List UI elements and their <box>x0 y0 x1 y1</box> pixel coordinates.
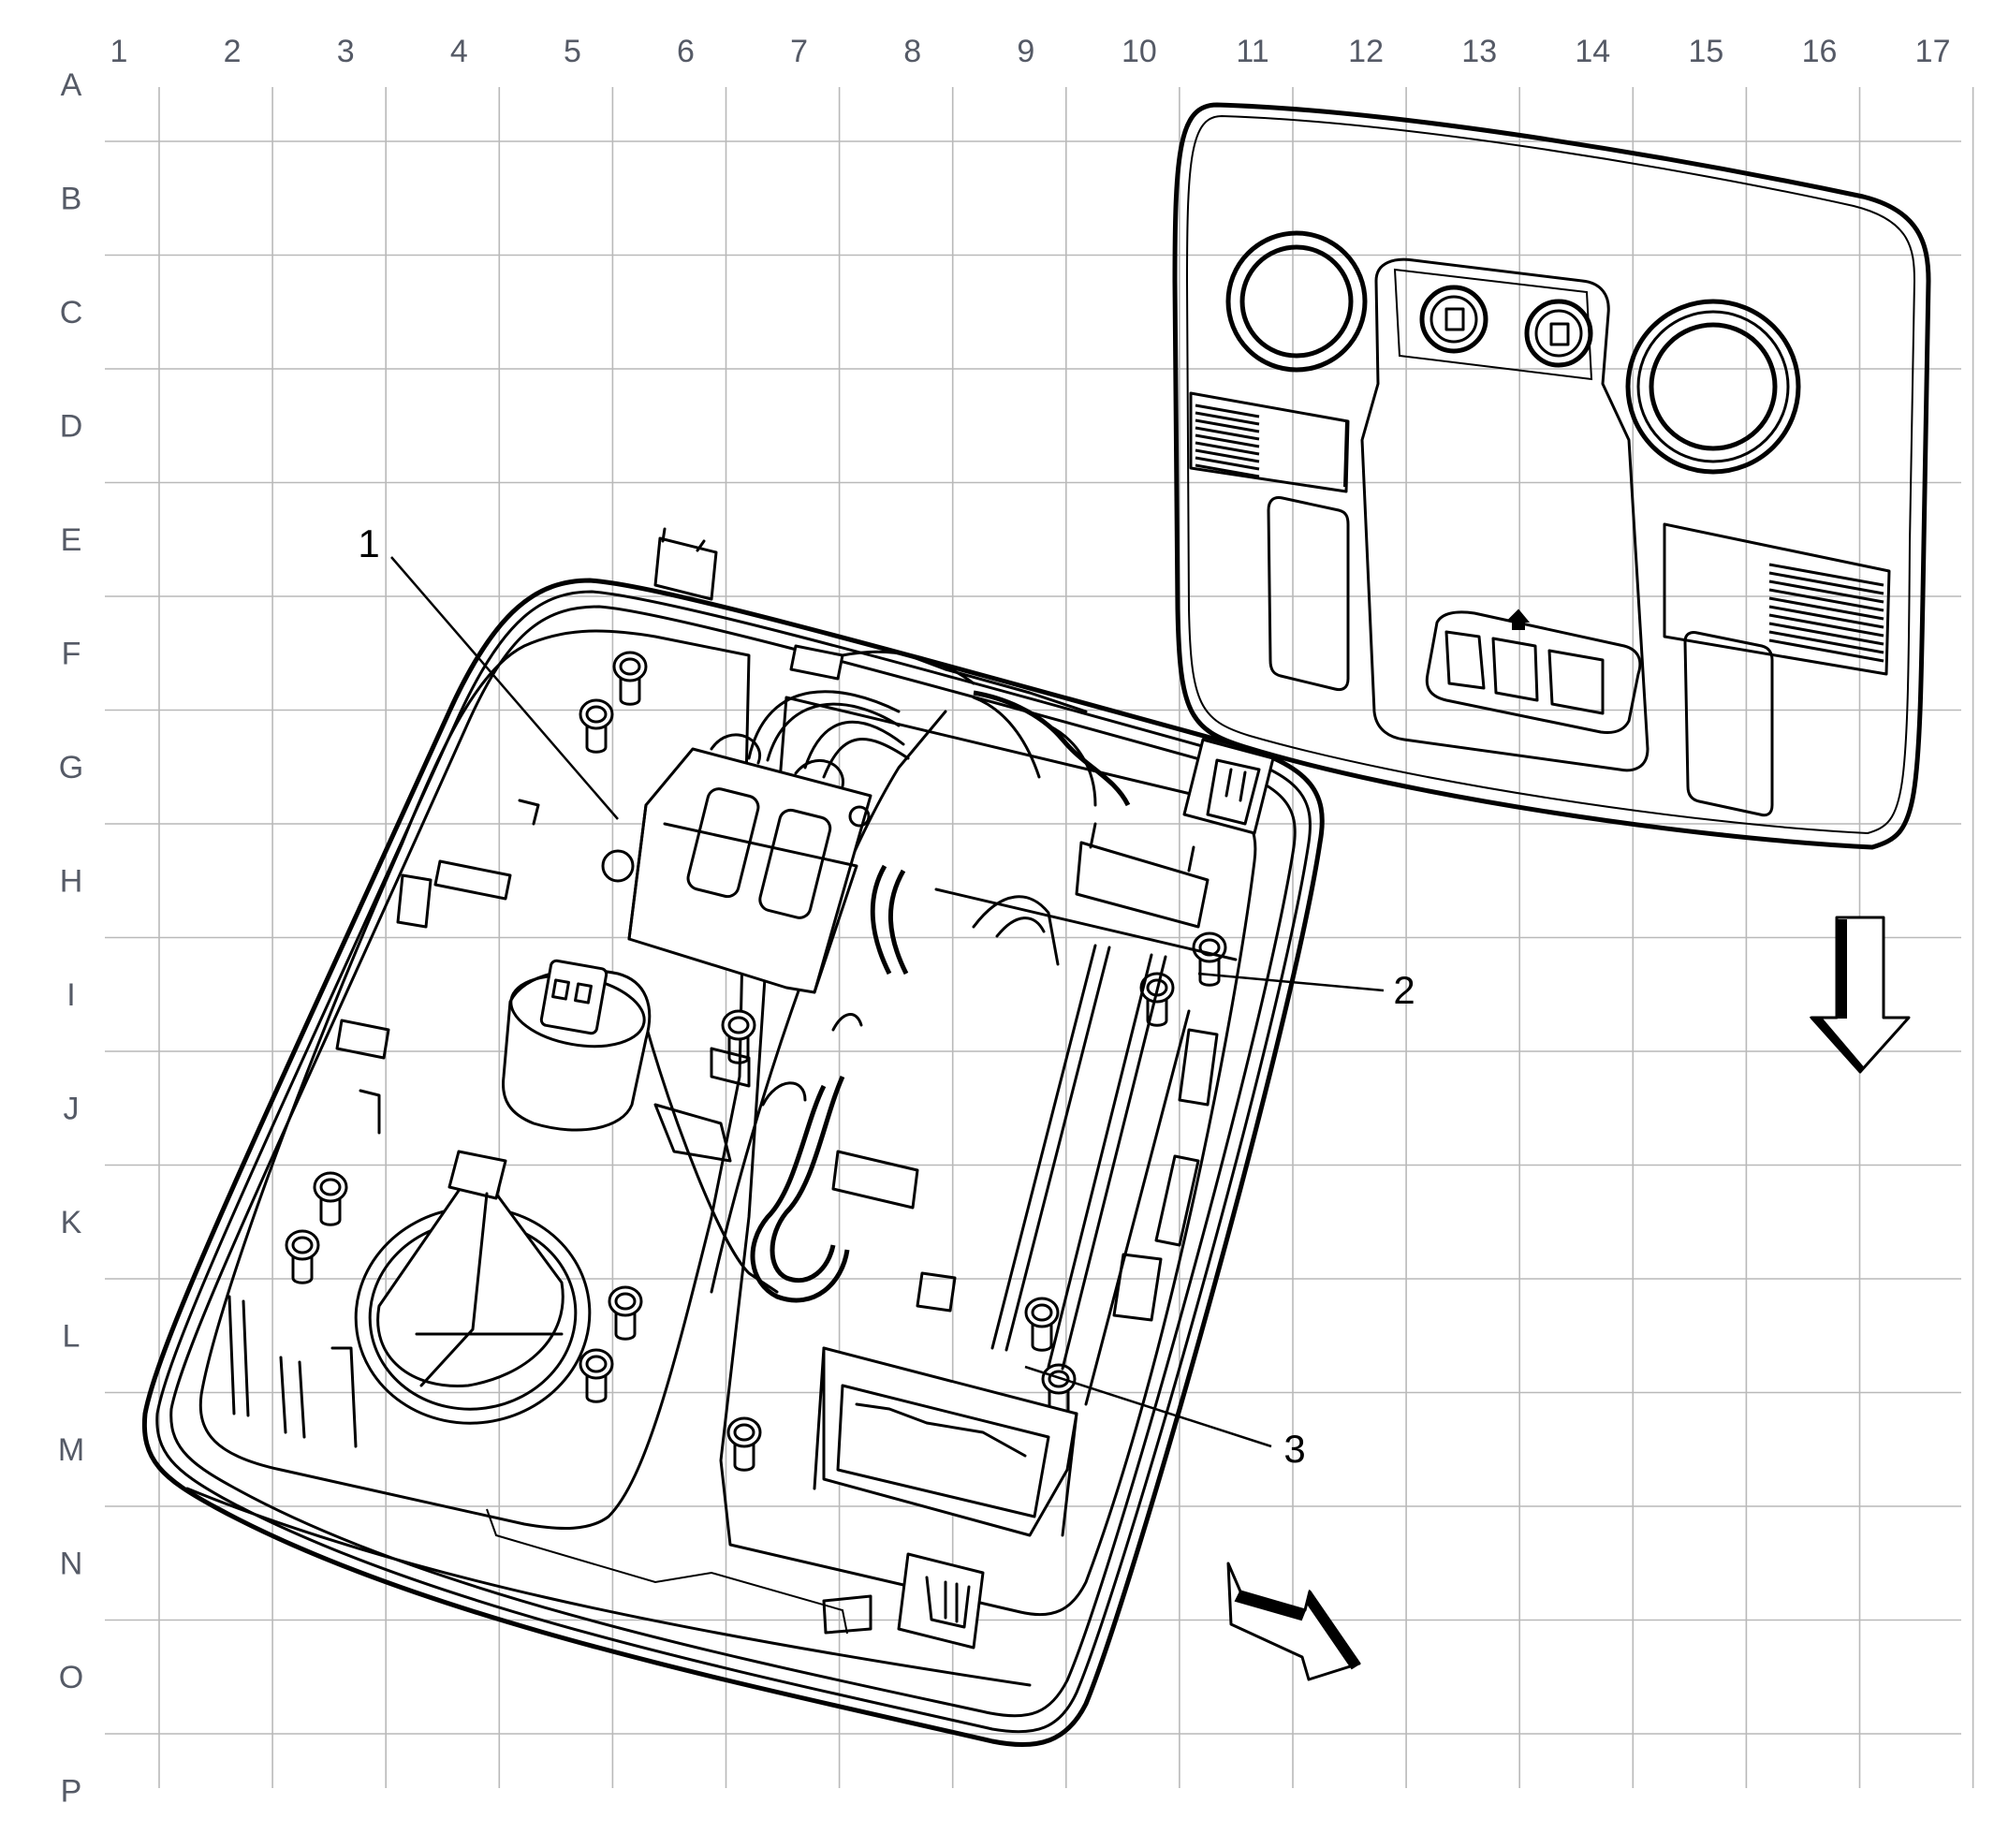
grid-column-label: 16 <box>1802 34 1838 69</box>
grid-column-label: 1 <box>110 34 128 69</box>
bottom-bevel-2 <box>486 1508 848 1635</box>
home-icon <box>1507 609 1531 630</box>
grid-column-label: 5 <box>564 34 581 69</box>
grid-row-labels: A B C D E F G H I J K L M N O P <box>58 67 84 1810</box>
grid-column-label: 2 <box>224 34 242 69</box>
switch-cluster <box>1425 609 1642 734</box>
grid-column-label: 15 <box>1688 34 1723 69</box>
wiring-harness <box>747 650 1131 807</box>
small-knob-lamp-left <box>1419 285 1488 354</box>
grid-row-label: N <box>60 1547 83 1582</box>
grid-column-label: 4 <box>450 34 468 69</box>
grid-column-label: 14 <box>1575 34 1610 69</box>
clip-top-center <box>653 527 718 601</box>
reference-grid <box>105 87 1974 1788</box>
grid-row-label: M <box>58 1432 84 1468</box>
edge-tabs <box>227 799 872 1635</box>
grid-row-label: I <box>66 977 75 1013</box>
leader-3 <box>1024 1365 1272 1448</box>
screw <box>313 1171 348 1226</box>
grid-row-label: J <box>64 1092 80 1127</box>
grid-column-label: 17 <box>1915 34 1951 69</box>
screw <box>1192 931 1227 987</box>
screw <box>579 1348 614 1403</box>
bulb-socket <box>501 959 652 1132</box>
control-module <box>601 733 872 994</box>
clip-top-left <box>789 644 844 681</box>
central-panel-top-shelf <box>1393 268 1593 381</box>
harness-corrugated <box>973 690 1131 807</box>
grid-column-label: 6 <box>677 34 695 69</box>
screw <box>285 1229 320 1284</box>
grid-row-label: H <box>60 864 83 900</box>
routing-hose-2 <box>870 864 909 975</box>
callout-label-2: 2 <box>1393 968 1415 1012</box>
housing-outer-edge <box>141 578 1325 1748</box>
right-vent-grille <box>1663 522 1891 676</box>
grid-row-label: E <box>61 522 82 558</box>
grid-row-label: P <box>61 1774 82 1810</box>
grid-row-label: O <box>59 1660 83 1695</box>
harness-bracket <box>972 822 1210 966</box>
right-round-lamp <box>1625 299 1801 475</box>
direction-arrow-down-right-icon <box>1226 1562 1361 1681</box>
grid-row-label: G <box>59 750 83 785</box>
console-outer-outline <box>1172 102 1931 850</box>
reflector-cone <box>354 1150 592 1425</box>
screw <box>1024 1297 1060 1352</box>
connector-bottom <box>897 1552 985 1650</box>
grid-row-label: L <box>63 1319 81 1355</box>
bottom-bevel <box>185 1487 1032 1687</box>
screw <box>579 698 614 754</box>
lower-clip-housing <box>813 1346 1078 1537</box>
grid-column-label: 12 <box>1348 34 1384 69</box>
screw <box>612 651 648 706</box>
center-rib <box>710 710 947 1294</box>
grid-column-label: 9 <box>1017 34 1034 69</box>
left-inner-tray <box>198 629 751 1531</box>
grid-row-label: B <box>61 182 82 217</box>
light-pipe-rails <box>934 887 1238 1406</box>
grid-column-label: 11 <box>1236 34 1268 69</box>
grid-column-label: 10 <box>1122 34 1157 69</box>
small-knob-lamp-right <box>1524 299 1593 368</box>
grid-row-label: K <box>61 1205 82 1240</box>
central-panel <box>1360 257 1649 772</box>
grid-row-label: C <box>60 295 83 330</box>
connector-top-right <box>1182 738 1275 835</box>
grid-column-label: 3 <box>337 34 355 69</box>
left-round-lamp <box>1225 230 1368 373</box>
leader-2 <box>1197 972 1385 992</box>
screw <box>726 1416 762 1472</box>
left-storage-door <box>1267 496 1350 692</box>
grid-row-label: F <box>62 637 81 672</box>
grid-column-label: 8 <box>903 34 921 69</box>
callout-label-1: 1 <box>358 521 379 565</box>
misc-clips <box>396 859 1219 1322</box>
callout-label-3: 3 <box>1283 1427 1305 1471</box>
right-storage-door <box>1683 631 1774 817</box>
routing-hose-inner <box>770 1075 845 1283</box>
right-inner-tray <box>719 696 1257 1617</box>
grid-column-label: 7 <box>790 34 808 69</box>
screw <box>608 1285 643 1341</box>
grid-column-label: 13 <box>1461 34 1497 69</box>
direction-arrow-down-icon <box>1809 916 1911 1074</box>
grid-row-label: A <box>61 67 82 103</box>
console-outer-view <box>1172 102 1931 850</box>
console-inner-rim <box>1185 114 1916 835</box>
console-inner-view <box>141 527 1325 1748</box>
left-vent-grille <box>1189 391 1350 493</box>
center-bridge <box>644 1023 779 1294</box>
grid-row-label: D <box>60 409 83 445</box>
callout-labels: 1 2 3 <box>358 521 1415 1471</box>
callout-leaders <box>390 556 1385 1448</box>
leader-1 <box>390 556 619 820</box>
routing-hose <box>750 1084 850 1303</box>
